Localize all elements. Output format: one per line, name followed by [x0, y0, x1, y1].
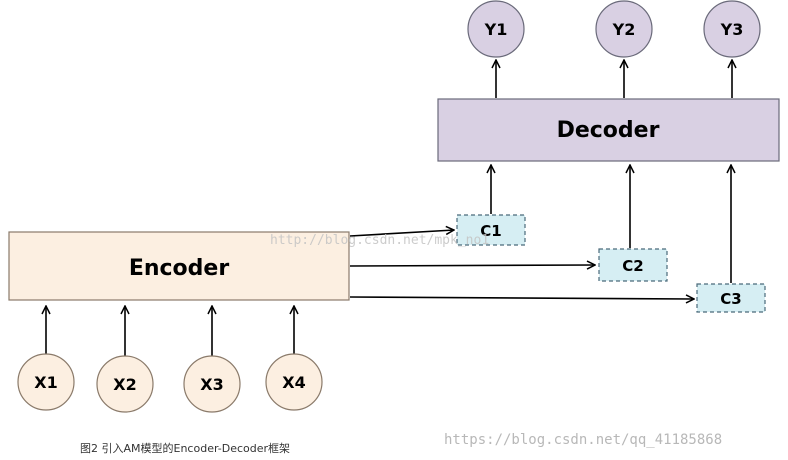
decoder-label: Decoder [557, 118, 660, 143]
context-c2-box [598, 248, 668, 282]
arrow-encoder-c1 [349, 230, 454, 237]
input-x3: X3 [183, 355, 241, 413]
context-decoder-arrows [491, 165, 731, 283]
input-x4-circle [265, 353, 323, 411]
input-x1-circle [17, 353, 75, 411]
bottom-right-watermark: https://blog.csdn.net/qq_41185868 [444, 432, 722, 448]
output-y1: Y1 [467, 0, 525, 58]
output-y1-circle [467, 0, 525, 58]
output-y1-label: Y1 [484, 20, 508, 39]
inline-watermark: http://blog.csdn.net/mpk_no1 [270, 233, 489, 248]
input-x1: X1 [17, 353, 75, 411]
context-c2: C2 [598, 248, 668, 282]
output-y3-label: Y3 [720, 20, 744, 39]
decoder-output-arrows [496, 60, 732, 98]
input-x4-label: X4 [282, 373, 305, 392]
input-x2-circle [96, 355, 154, 413]
input-x3-label: X3 [200, 375, 223, 394]
context-c1-label: C1 [480, 222, 501, 240]
encoder-box [8, 231, 350, 301]
encoder-block: Encoder [8, 231, 350, 301]
input-x2-label: X2 [113, 375, 136, 394]
context-c3-label: C3 [720, 290, 741, 308]
input-x1-label: X1 [34, 373, 57, 392]
arrow-encoder-c3 [349, 297, 694, 299]
input-x4: X4 [265, 353, 323, 411]
input-arrows [46, 306, 294, 356]
arrow-encoder-c2 [349, 265, 595, 266]
input-x3-circle [183, 355, 241, 413]
output-y2-circle [595, 0, 653, 58]
context-c1-box [456, 214, 526, 246]
output-y3: Y3 [703, 0, 761, 58]
context-c1: C1 [456, 214, 526, 246]
decoder-box [437, 98, 780, 162]
output-y2-label: Y2 [612, 20, 636, 39]
figure-caption: 图2 引入AM模型的Encoder-Decoder框架 [80, 441, 290, 455]
output-y3-circle [703, 0, 761, 58]
encoder-label: Encoder [129, 256, 230, 281]
context-c2-label: C2 [622, 257, 643, 275]
context-c3: C3 [696, 283, 766, 313]
context-c3-box [696, 283, 766, 313]
decoder-block: Decoder [437, 98, 780, 162]
encoder-context-arrows [349, 230, 694, 299]
input-x2: X2 [96, 355, 154, 413]
output-y2: Y2 [595, 0, 653, 58]
